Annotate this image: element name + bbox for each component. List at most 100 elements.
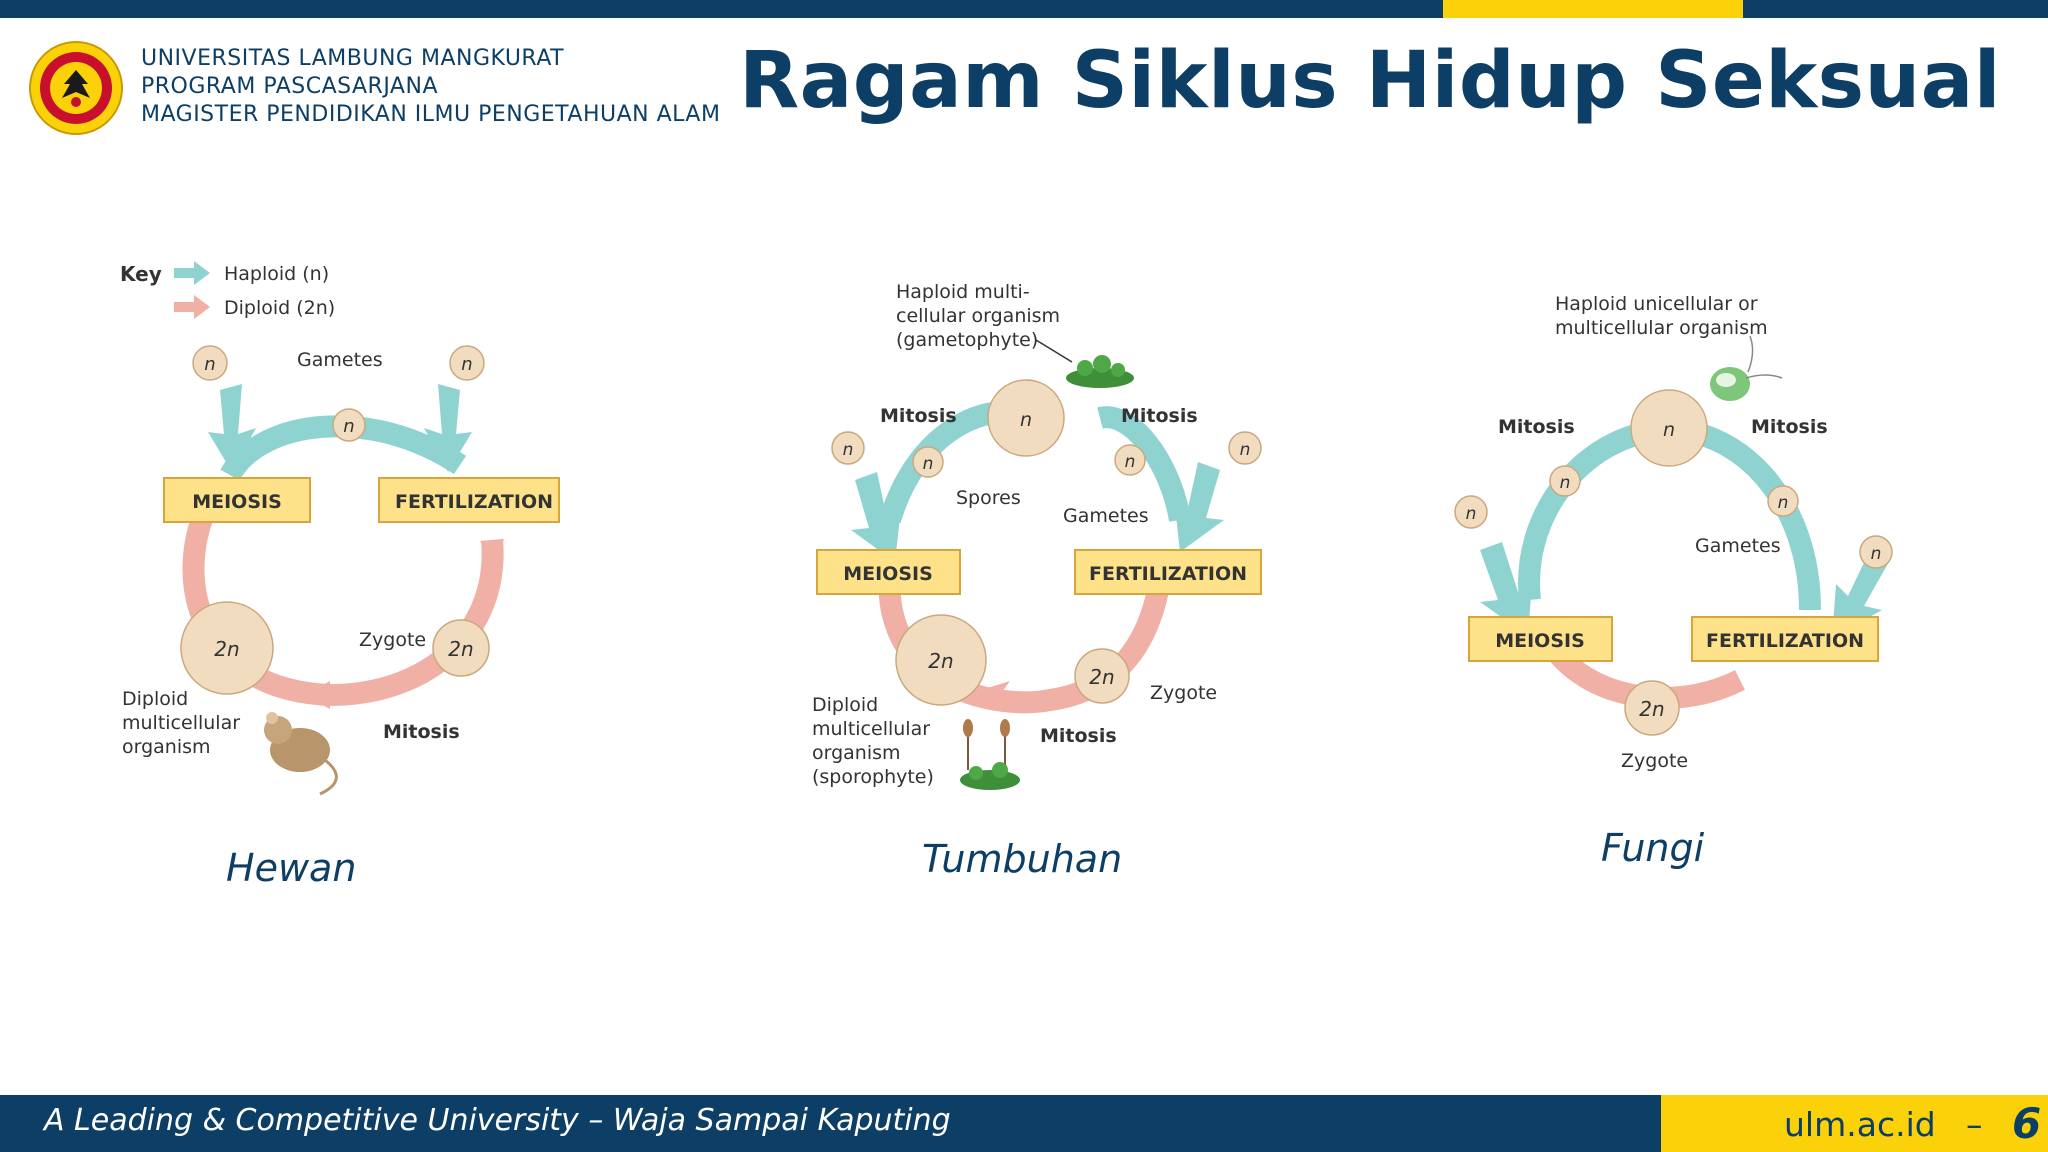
haploid-cell-label: n <box>923 454 934 474</box>
mitosis-bottom-label: Mitosis <box>1040 725 1117 747</box>
diploid-organism-label-line: Diploid <box>122 688 188 710</box>
diploid-arrow-head <box>480 538 504 566</box>
meiosis-label: MEIOSIS <box>843 563 933 585</box>
mitosis-arrow-head <box>978 681 1010 711</box>
fungi-caption: Fungi <box>1601 826 1705 870</box>
spores-label: Spores <box>956 487 1021 509</box>
haploid-cell <box>192 345 228 381</box>
haploid-cell <box>1114 444 1146 476</box>
fertilization-label: FERTILIZATION <box>1706 630 1864 652</box>
program-name: PROGRAM PASCASARJANA <box>141 74 438 99</box>
page-number: 6 <box>2012 1099 2042 1148</box>
haploid-organism-label-line: (gametophyte) <box>896 329 1038 351</box>
gametes-label: Gametes <box>297 349 383 371</box>
diploid-organism-label-line: multicellular <box>122 712 240 734</box>
haploid-organism-cell-label: n <box>1663 419 1675 441</box>
haploid-cell <box>1228 431 1262 465</box>
haploid-cell <box>1859 535 1893 569</box>
mouse-illustration <box>264 712 338 796</box>
zygote-label: Zygote <box>1621 750 1688 772</box>
haploid-cell-label: n <box>1240 440 1251 460</box>
sporophyte-cell <box>895 614 987 706</box>
gamete-arrow-left <box>208 384 256 472</box>
fertilization-label: FERTILIZATION <box>1089 563 1247 585</box>
diploid-organism-label-line: (sporophyte) <box>812 766 934 788</box>
fertilization-box <box>378 477 560 523</box>
zygote-cell-label: 2n <box>448 637 473 661</box>
moss-sporophyte-illustration <box>960 719 1020 790</box>
diploid-organism-label-line: Diploid <box>812 694 878 716</box>
mitosis-arrow-head <box>304 681 330 709</box>
meiosis-box <box>816 549 961 595</box>
haploid-cell-label: n <box>1560 473 1571 493</box>
haploid-cell <box>912 446 944 478</box>
haploid-cell <box>332 408 366 442</box>
top-bar-accent <box>1443 0 1743 18</box>
footer-separator: – <box>1966 1105 1983 1144</box>
gametophyte-cell <box>987 379 1065 457</box>
haploid-cell-label: n <box>343 416 354 437</box>
haploid-organism-label-line: Haploid multi- <box>896 281 1030 303</box>
gamete-arrow-right <box>424 384 472 472</box>
zygote-label: Zygote <box>1150 682 1217 704</box>
diploid-organism-cell <box>180 601 274 695</box>
zygote-cell-label: 2n <box>1089 665 1114 689</box>
university-header: UNIVERSITAS LAMBUNG MANGKURAT PROGRAM PA… <box>141 45 720 129</box>
diploid-organism-label-line: organism <box>122 736 211 758</box>
animal-caption: Hewan <box>226 846 357 890</box>
spore-arrow <box>851 472 901 562</box>
footer-website: ulm.ac.id <box>1784 1105 1936 1144</box>
haploid-cell-label: n <box>1778 493 1789 513</box>
haploid-cell-label: n <box>843 440 854 460</box>
page-title: Ragam Siklus Hidup Seksual <box>739 36 2001 126</box>
mitosis-right-label: Mitosis <box>1751 416 1828 438</box>
fertilization-label: FERTILIZATION <box>395 491 553 513</box>
haploid-cell-label: n <box>1466 504 1477 524</box>
gamete-arrow <box>1174 462 1224 552</box>
haploid-cell <box>449 345 485 381</box>
diploid-key-arrow <box>174 295 210 319</box>
zygote-label: Zygote <box>359 629 426 651</box>
fertilization-box <box>1074 549 1262 595</box>
meiosis-box <box>163 477 311 523</box>
moss-gametophyte-illustration <box>1066 355 1134 388</box>
gametes-label: Gametes <box>1695 535 1781 557</box>
mitosis-left-label: Mitosis <box>1498 416 1575 438</box>
haploid-cell-label: n <box>1871 544 1882 564</box>
haploid-key-arrow <box>174 261 210 285</box>
haploid-cell-label: n <box>1125 452 1136 472</box>
gametophyte-cell-label: n <box>1020 409 1032 431</box>
meiosis-label: MEIOSIS <box>192 491 282 513</box>
university-name: UNIVERSITAS LAMBUNG MANGKURAT <box>141 46 565 71</box>
footer-accent <box>1661 1095 2048 1152</box>
plant-caption: Tumbuhan <box>922 837 1123 881</box>
top-bar <box>0 0 2048 18</box>
zygote-cell-label: 2n <box>1639 697 1664 721</box>
diploid-organism-label-line: organism <box>812 742 901 764</box>
meiosis-label: MEIOSIS <box>1495 630 1585 652</box>
meiosis-box <box>1468 616 1613 662</box>
mitosis-label: Mitosis <box>383 721 460 743</box>
footer-bar: A Leading & Competitive University – Waj… <box>0 1095 2048 1152</box>
mitosis-left-label: Mitosis <box>880 405 957 427</box>
haploid-organism-cell <box>1630 389 1708 467</box>
spore-arrow <box>1480 542 1532 636</box>
haploid-cell <box>1549 465 1581 497</box>
haploid-organism-label-line: cellular organism <box>896 305 1060 327</box>
haploid-cell-label: n <box>204 354 215 375</box>
zygote-cell <box>1624 680 1680 736</box>
gametes-label: Gametes <box>1063 505 1149 527</box>
haploid-cell-label: n <box>461 354 472 375</box>
mitosis-right-label: Mitosis <box>1121 405 1198 427</box>
haploid-organism-label-line: multicellular organism <box>1555 317 1768 339</box>
university-logo <box>29 41 123 135</box>
footer-slogan: A Leading & Competitive University – Waj… <box>44 1103 951 1138</box>
sporophyte-cell-label: 2n <box>928 649 953 673</box>
fertilization-box <box>1691 616 1879 662</box>
haploid-cell <box>1454 495 1488 529</box>
animal-life-cycle-diagram: Key Haploid (n) Diploid (2n) n n n Gamet… <box>120 261 560 796</box>
zygote-cell <box>1074 648 1130 704</box>
haploid-key-text: Haploid (n) <box>224 263 329 285</box>
diploid-key-text: Diploid (2n) <box>224 297 335 319</box>
fungi-life-cycle-diagram: Haploid unicellular or multicellular org… <box>1454 293 1893 772</box>
